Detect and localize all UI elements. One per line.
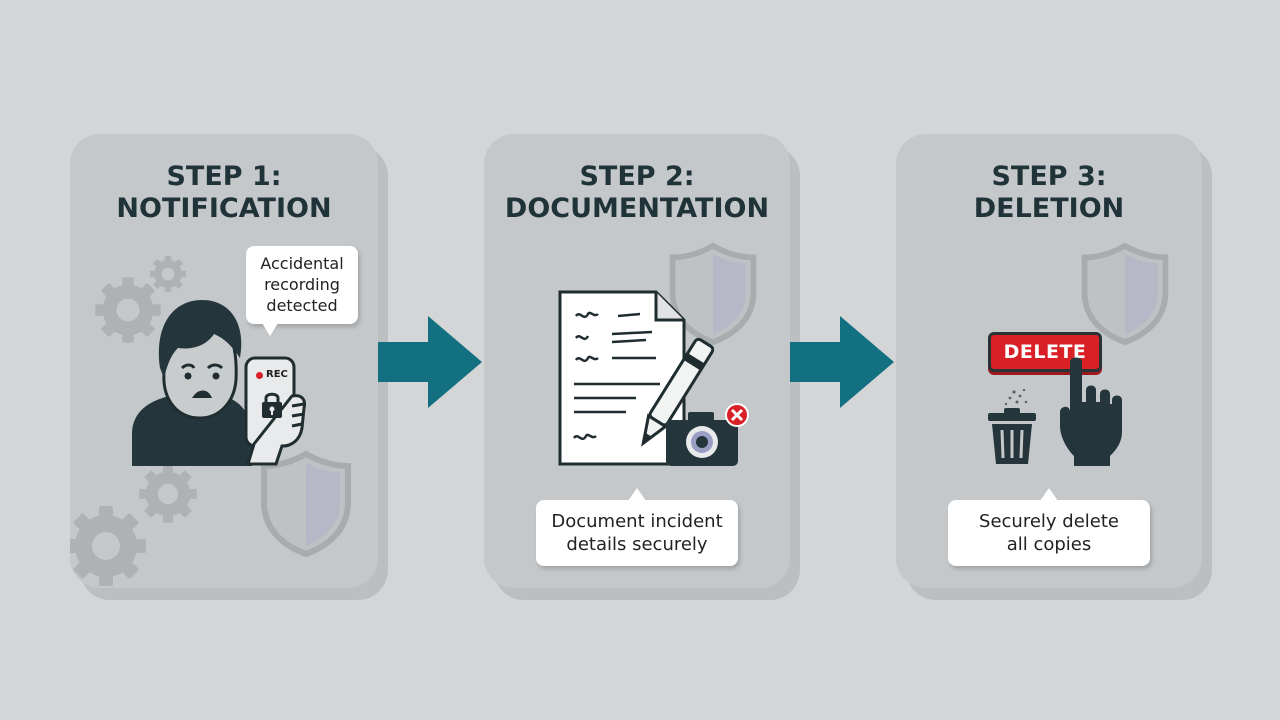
arrow-right-icon [790,316,894,408]
bubble-line: Securely delete [979,511,1119,532]
bubble-line: detected [266,296,338,315]
bubble-line: details securely [566,534,708,555]
step-2-title-line2: DOCUMENTATION [504,193,770,224]
step-1-card: STEP 1: NOTIFICATION REC Accidental reco… [70,134,378,588]
shield-icon [1081,242,1169,346]
notification-speech-bubble: Accidental recording detected [246,246,358,336]
documentation-caption-bubble: Document incident details securely [536,488,738,566]
step-3-title-line1: STEP 3: [991,161,1107,192]
recording-indicator-dot [256,372,263,379]
rec-label: REC [266,369,288,380]
step-2-title-line1: STEP 2: [579,161,695,192]
step-1-title-line1: STEP 1: [166,161,282,192]
step-1-title-line2: NOTIFICATION [116,193,332,224]
bubble-line: Accidental [260,254,344,273]
shield-icon [669,242,757,346]
delete-button[interactable]: DELETE [988,332,1102,372]
bubble-line: recording [264,275,340,294]
step-3-card: STEP 3: DELETION DELETE Securely delete … [896,134,1202,588]
lock-icon [262,392,282,418]
shield-icon [261,450,351,558]
arrow-right-icon [378,316,482,408]
step-3-title-line2: DELETION [973,193,1125,224]
person-icon [132,300,252,466]
error-icon [725,403,749,427]
step-2-card: STEP 2: DOCUMENTATION [484,134,790,588]
hand-pointer-icon [1060,357,1122,466]
pen-icon [641,337,714,447]
camera-icon [666,412,738,466]
bubble-line: Document incident [551,511,723,532]
deletion-caption-bubble: Securely delete all copies [948,488,1150,566]
bubble-line: all copies [1006,534,1092,555]
trash-icon [988,388,1036,464]
